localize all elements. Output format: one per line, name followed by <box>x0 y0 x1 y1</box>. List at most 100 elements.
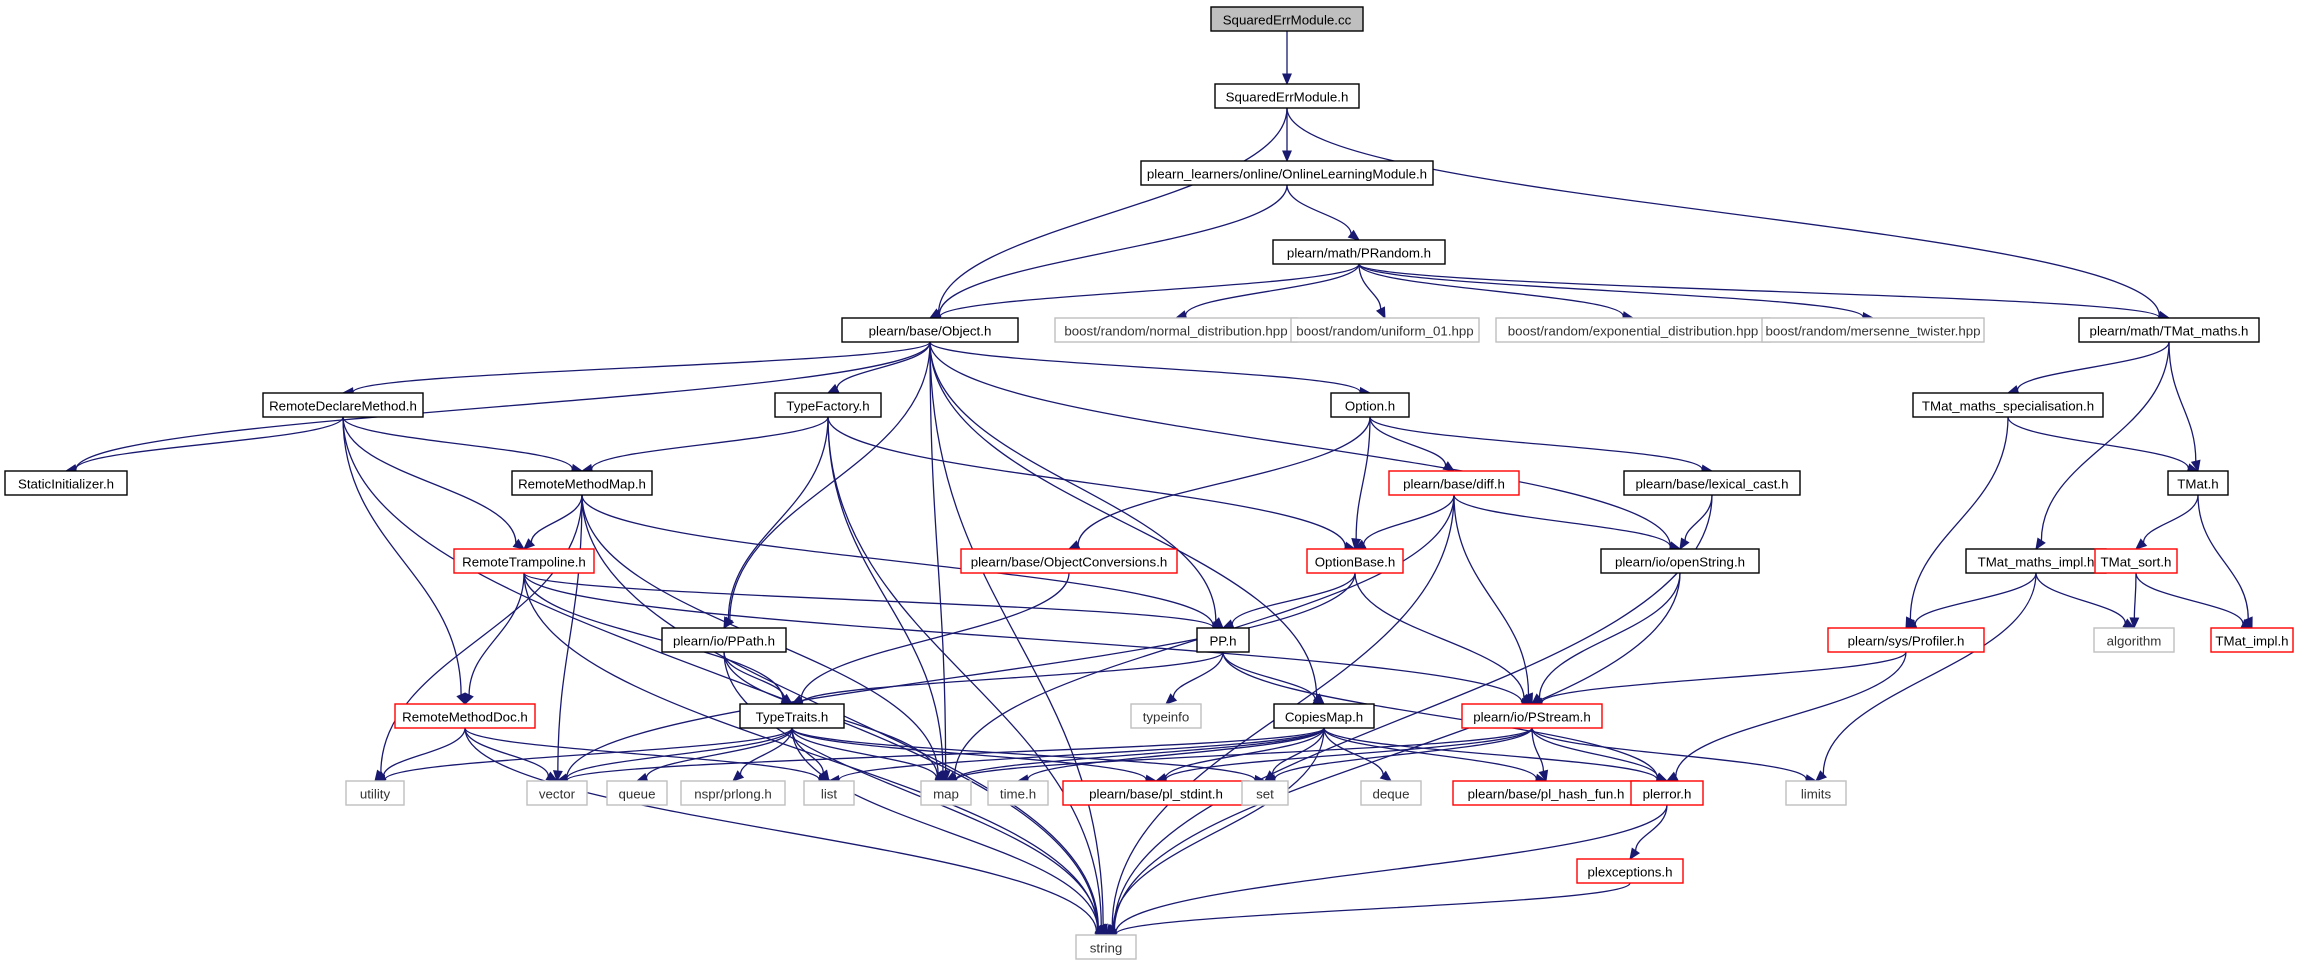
node-algorithm: algorithm <box>2093 627 2175 653</box>
node-exponential-distribution-hpp: boost/random/exponential_distribution.hp… <box>1495 317 1771 343</box>
node-tmat-h[interactable]: TMat.h <box>2167 470 2229 496</box>
node-tmat-sort-h[interactable]: TMat_sort.h <box>2094 548 2178 574</box>
node-queue: queue <box>606 780 668 806</box>
node-object-h[interactable]: plearn/base/Object.h <box>841 317 1019 343</box>
edge-tmat-h-to-tmat-impl-h <box>2197 494 2253 630</box>
edge-typetraits-h-to-vector <box>555 727 793 784</box>
node-box <box>1214 83 1360 109</box>
edge-tmat-maths-h-to-tmat-maths-impl-h <box>2035 341 2170 551</box>
node-label: TMat_maths_specialisation.h <box>1922 399 2094 414</box>
node-box <box>1241 780 1289 806</box>
node-label: nspr/prlong.h <box>694 787 772 802</box>
edge-object-h-to-pp-h <box>929 341 1224 629</box>
node-plerror-h[interactable]: plerror.h <box>1630 780 1704 806</box>
node-box <box>2078 317 2260 343</box>
node-remotemethoddoc-h[interactable]: RemoteMethodDoc.h <box>394 703 536 729</box>
node-box <box>1054 317 1298 343</box>
node-prandom-h[interactable]: plearn/math/PRandom.h <box>1272 239 1446 265</box>
node-optionbase-h[interactable]: OptionBase.h <box>1306 548 1404 574</box>
node-label: PP.h <box>1209 634 1236 649</box>
node-deque: deque <box>1360 780 1422 806</box>
edge-remotetrampoline-h-to-pp-h <box>523 572 1225 633</box>
node-box <box>1290 317 1480 343</box>
node-box <box>680 780 786 806</box>
node-label: TMat_sort.h <box>2101 555 2172 570</box>
edge-typetraits-h-to-queue <box>635 727 793 783</box>
node-copiesmap-h[interactable]: CopiesMap.h <box>1273 703 1375 729</box>
edge-object-h-to-typefactory-h <box>826 341 931 394</box>
node-mersenne-twister-hpp: boost/random/mersenne_twister.hpp <box>1761 317 1985 343</box>
edge-squarederrmodule-h-to-onlinelearningmodule-h <box>1282 108 1292 163</box>
edge-prandom-h-to-normal-distribution-hpp <box>1174 263 1360 320</box>
node-tmat-impl-h[interactable]: TMat_impl.h <box>2210 627 2294 653</box>
node-squarederrmodule-h[interactable]: SquaredErrModule.h <box>1214 83 1360 109</box>
node-staticinitializer-h[interactable]: StaticInitializer.h <box>4 470 128 496</box>
edge-option-h-to-optionbase-h <box>1351 416 1371 551</box>
node-box <box>345 780 405 806</box>
node-tmat-maths-specialisation-h[interactable]: TMat_maths_specialisation.h <box>1912 392 2104 418</box>
edge-optionbase-h-to-pstream-h <box>1354 572 1534 705</box>
node-label: StaticInitializer.h <box>18 477 114 492</box>
node-squarederrmodule-cc[interactable]: SquaredErrModule.cc <box>1210 6 1364 32</box>
node-box <box>1761 317 1985 343</box>
edge-openstring-h-to-pstream-h <box>1531 572 1681 705</box>
node-label: plearn/base/diff.h <box>1403 477 1505 492</box>
edge-lexical-cast-h-to-openstring-h <box>1679 494 1713 551</box>
node-box <box>1461 703 1603 729</box>
node-option-h[interactable]: Option.h <box>1330 392 1410 418</box>
node-box <box>987 780 1049 806</box>
node-plexceptions-h[interactable]: plexceptions.h <box>1576 858 1684 884</box>
node-objectconversions-h[interactable]: plearn/base/ObjectConversions.h <box>960 548 1178 574</box>
edge-prandom-h-to-object-h <box>928 263 1360 322</box>
edge-prandom-h-to-tmat-maths-h <box>1358 263 2171 323</box>
node-label: RemoteDeclareMethod.h <box>269 399 417 414</box>
node-map: map <box>920 780 972 806</box>
node-box <box>1210 6 1364 32</box>
edge-profiler-h-to-plerror-h <box>1665 651 1907 782</box>
edge-tmat-maths-impl-h-to-limits <box>1815 572 2037 782</box>
edge-tmat-maths-impl-h-to-profiler-h <box>1904 572 2037 629</box>
node-tmat-maths-h[interactable]: plearn/math/TMat_maths.h <box>2078 317 2260 343</box>
node-label: TMat_impl.h <box>2215 634 2288 649</box>
node-typetraits-h[interactable]: TypeTraits.h <box>739 703 845 729</box>
node-diff-h[interactable]: plearn/base/diff.h <box>1388 470 1520 496</box>
node-box <box>1452 780 1640 806</box>
edge-typefactory-h-to-optionbase-h <box>827 416 1357 552</box>
node-box <box>1388 470 1520 496</box>
node-openstring-h[interactable]: plearn/io/openString.h <box>1600 548 1760 574</box>
node-typefactory-h[interactable]: TypeFactory.h <box>774 392 882 418</box>
edge-squarederrmodule-cc-to-squarederrmodule-h <box>1282 31 1292 86</box>
node-label: typeinfo <box>1143 710 1190 725</box>
node-label: TypeTraits.h <box>756 710 829 725</box>
node-box <box>739 703 845 729</box>
node-label: RemoteMethodMap.h <box>518 477 646 492</box>
node-remotedeclaremethod-h[interactable]: RemoteDeclareMethod.h <box>262 392 424 418</box>
node-label: boost/random/normal_distribution.hpp <box>1064 324 1287 339</box>
node-pl-hash-fun-h[interactable]: plearn/base/pl_hash_fun.h <box>1452 780 1640 806</box>
node-remotemethodmap-h[interactable]: RemoteMethodMap.h <box>511 470 653 496</box>
edge-tmat-maths-impl-h-to-algorithm <box>2035 572 2136 629</box>
node-label: RemoteTrampoline.h <box>462 555 586 570</box>
node-box <box>453 548 595 574</box>
node-remotetrampoline-h[interactable]: RemoteTrampoline.h <box>453 548 595 574</box>
node-label: plearn/base/lexical_cast.h <box>1635 477 1788 492</box>
node-onlinelearningmodule-h[interactable]: plearn_learners/online/OnlineLearningMod… <box>1140 160 1434 186</box>
node-label: plearn/base/pl_stdint.h <box>1089 787 1223 802</box>
node-ppath-h[interactable]: plearn/io/PPath.h <box>661 627 787 653</box>
node-pp-h[interactable]: PP.h <box>1196 627 1250 653</box>
node-lexical-cast-h[interactable]: plearn/base/lexical_cast.h <box>1623 470 1801 496</box>
edge-remotetrampoline-h-to-remotemethoddoc-h <box>464 572 525 706</box>
node-label: OptionBase.h <box>1315 555 1396 570</box>
edge-tmat-maths-specialisation-h-to-tmat-h <box>2007 416 2200 473</box>
node-box <box>1785 780 1847 806</box>
node-box <box>511 470 653 496</box>
node-box <box>1623 470 1801 496</box>
node-box <box>1360 780 1422 806</box>
node-pl-stdint-h[interactable]: plearn/base/pl_stdint.h <box>1062 780 1250 806</box>
node-profiler-h[interactable]: plearn/sys/Profiler.h <box>1827 627 1985 653</box>
node-label: plearn/base/Object.h <box>869 324 992 339</box>
node-tmat-maths-impl-h[interactable]: TMat_maths_impl.h <box>1965 548 2107 574</box>
node-pstream-h[interactable]: plearn/io/PStream.h <box>1461 703 1603 729</box>
edge-optionbase-h-to-pp-h <box>1221 572 1356 629</box>
